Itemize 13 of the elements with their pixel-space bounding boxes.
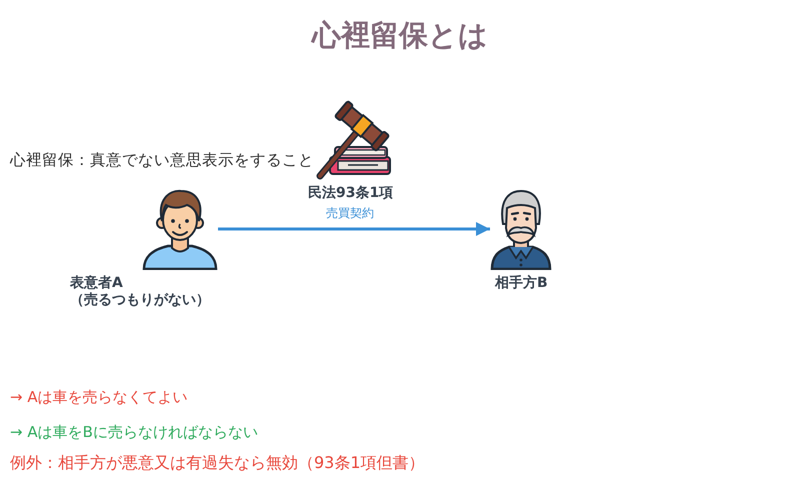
- conclusion-text: → Aは車を売らなくてよい: [10, 387, 188, 407]
- node-caption: 表意者A: [70, 274, 123, 292]
- node-caption: 民法93条1項: [308, 184, 394, 202]
- person-illustration: [142, 188, 218, 270]
- arrow: [218, 222, 490, 236]
- definition-text: 心裡留保：真意でない意思表示をすること: [10, 150, 314, 170]
- node-caption: （売るつもりがない）: [70, 291, 210, 309]
- title: 心裡留保とは: [312, 17, 488, 54]
- node-caption: 相手方B: [495, 274, 548, 292]
- person-illustration: [490, 188, 552, 270]
- exception-text: 例外：相手方が悪意又は有過失なら無効（93条1項但書）: [10, 453, 425, 473]
- edge-label: 売買契約: [324, 205, 376, 221]
- conclusion-text: → Aは車をBに売らなければならない: [10, 422, 258, 442]
